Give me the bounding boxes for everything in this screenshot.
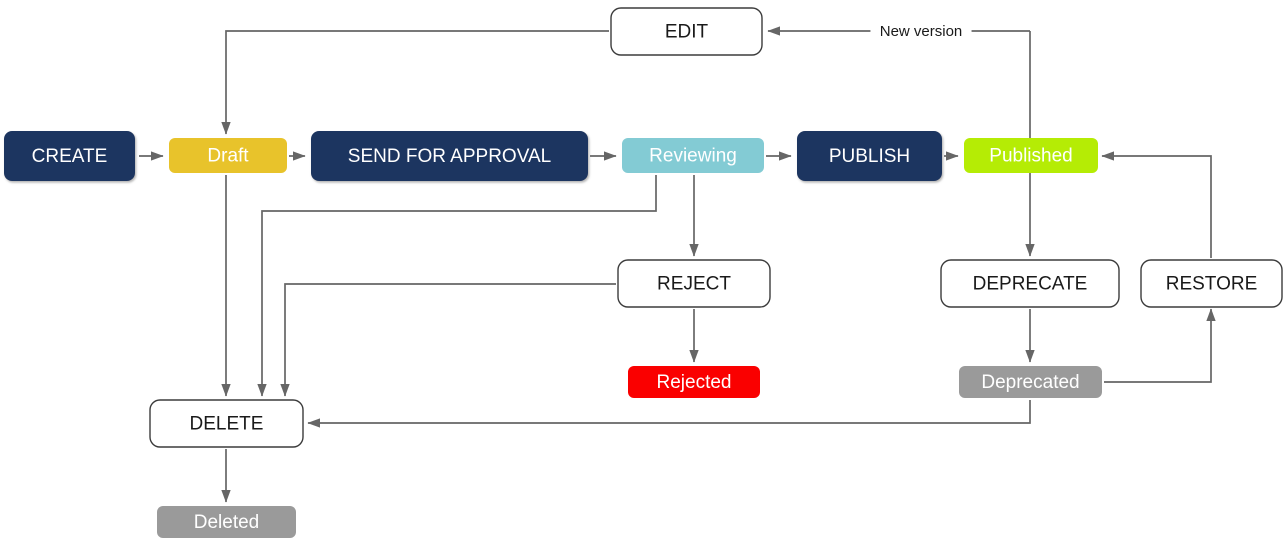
node-deprecated-label: Deprecated — [981, 372, 1079, 393]
node-reject[interactable]: REJECT — [617, 259, 771, 308]
node-deprecated-shape — [959, 366, 1102, 398]
node-rejected-shape — [628, 366, 760, 398]
node-deprecated[interactable]: Deprecated — [959, 366, 1102, 398]
edge-reject-to-delete — [280, 283, 616, 397]
node-send-label: SEND FOR APPROVAL — [348, 146, 551, 167]
edge-edit-to-draft — [221, 30, 609, 135]
node-delete-label: DELETE — [190, 414, 264, 435]
node-publish[interactable]: PUBLISH — [797, 131, 942, 181]
node-publish-label: PUBLISH — [829, 146, 910, 167]
node-rejected-label: Rejected — [657, 372, 732, 393]
node-deprecate-shape — [940, 259, 1120, 308]
node-restore-label: RESTORE — [1166, 274, 1258, 295]
node-draft-label: Draft — [207, 146, 249, 167]
node-create-label: CREATE — [32, 146, 108, 167]
node-reviewing[interactable]: Reviewing — [622, 138, 764, 173]
edges-layer — [139, 26, 1216, 503]
node-deleted-label: Deleted — [194, 512, 260, 533]
edge-labels-layer: New version — [870, 21, 972, 43]
node-edit[interactable]: EDIT — [610, 7, 763, 56]
edge-restore-to-published — [1101, 151, 1212, 258]
node-reviewing-shape — [622, 138, 764, 173]
node-draft-shape — [169, 138, 287, 173]
node-deprecate-label: DEPRECATE — [973, 274, 1088, 295]
node-send-shape — [311, 131, 588, 181]
node-create-shape — [4, 131, 135, 181]
node-reject-shape — [617, 259, 771, 308]
node-published-label: Published — [989, 146, 1072, 167]
node-reviewing-label: Reviewing — [649, 146, 737, 167]
node-published-shape — [964, 138, 1098, 173]
node-send[interactable]: SEND FOR APPROVAL — [311, 131, 588, 181]
nodes-layer: CREATE Draft SEND FOR APPROVAL Reviewing PUB… — [4, 7, 1283, 538]
node-deleted-shape — [157, 506, 296, 538]
edge-deprecated-to-restore — [1104, 308, 1216, 383]
edge-label-new-version: New version — [880, 23, 963, 40]
node-restore-shape — [1140, 259, 1283, 308]
node-reject-label: REJECT — [657, 274, 731, 295]
node-deprecate[interactable]: DEPRECATE — [940, 259, 1120, 308]
node-restore[interactable]: RESTORE — [1140, 259, 1283, 308]
node-published[interactable]: Published — [964, 138, 1098, 173]
node-edit-shape — [610, 7, 763, 56]
node-create[interactable]: CREATE — [4, 131, 135, 181]
node-publish-shape — [797, 131, 942, 181]
node-rejected[interactable]: Rejected — [628, 366, 760, 398]
edge-deprecated-to-delete — [307, 400, 1031, 428]
node-draft[interactable]: Draft — [169, 138, 287, 173]
node-deleted[interactable]: Deleted — [157, 506, 296, 538]
node-delete-shape — [149, 399, 304, 448]
edge-reviewing-to-delete — [257, 175, 657, 397]
edge-label-new-version-backdrop — [870, 21, 972, 43]
node-edit-label: EDIT — [665, 22, 709, 43]
node-delete[interactable]: DELETE — [149, 399, 304, 448]
